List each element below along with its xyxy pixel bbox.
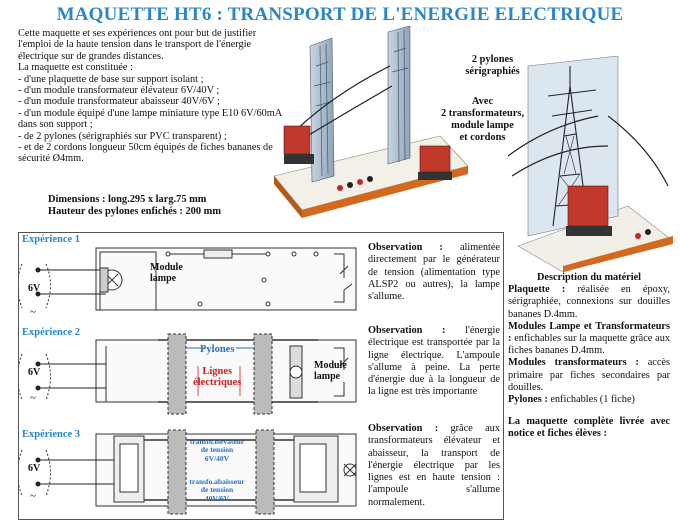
caption-pylons: 2 pylones sérigraphiés [440,54,545,78]
caption-line: module lampe [451,120,514,131]
observation-label: Observation : [368,423,439,434]
transformer-up-label-line: 6V/40V [204,453,230,463]
intro-list-item: - d'un module transformateur élévateur 6… [18,85,220,97]
description-pylones: Pylones : enfichables (1 fiche) [508,394,670,406]
intro-paragraph: Cette maquette et ses expériences ont po… [18,28,257,62]
caption-line: sérigraphiés [465,66,520,77]
transformer-block [567,185,609,227]
transfo-label: Modules transformateurs : [508,357,639,369]
experiment-1-tilde: ~ [30,306,36,318]
dimensions: Dimensions : long.295 x larg.75 mm Haute… [48,194,298,218]
observation-text: grâce aux transformateurs élévateur et a… [368,423,500,508]
transformer-down-label-line: 40V/6V [204,493,230,503]
caption-with-accessories: Avec 2 transformateurs, module lampe et … [430,96,535,144]
page-title: MAQUETTE HT6 : TRANSPORT DE L'ENERGIE EL… [56,4,624,25]
intro-list-item: - d'un module transformateur abaisseur 4… [18,96,220,108]
pylon-right-icon [255,429,275,515]
lines-label-line: électriques [193,377,242,388]
experiment-3-label: Expérience 3 [22,429,81,440]
product-photo-base [273,26,469,218]
description-plaquette: Plaquette : réalisée en époxy, sérigraph… [508,284,670,321]
resistor-icon [203,249,233,259]
pylon-left [309,37,335,183]
experiment-2-label: Expérience 2 [22,327,81,338]
transformer-down-label-line: transfo.abaisseur [189,477,245,486]
transformer-right [419,145,451,173]
lines-label-line: Lignes [202,366,233,377]
dimensions-line: Dimensions : long.295 x larg.75 mm [48,194,207,205]
experiment-1-module-label: Module lampe [150,262,183,284]
transformer-up-label-line: transfo.élévateur [189,437,245,446]
pylones-text: enfichables (1 fiche) [547,394,635,406]
transformer-left [283,125,311,155]
product-photo-pylon [508,56,674,272]
description-modules: Modules Lampe et Transformateurs : enfic… [508,321,670,358]
transfo-text: accès primaire par fiches secondaires pa… [508,357,670,393]
transformer-up-label-line: de tension [200,445,234,455]
observation-text: alimentée directement par le générateur … [368,242,500,303]
module-label-line: Module [314,360,347,371]
intro-text: Cette maquette et ses expériences ont po… [18,28,288,165]
experiment-2-observation: Observation : l'énergie électrique est t… [368,325,500,399]
experiment-2-voltage: 6V [28,367,41,378]
caption-line: 2 transformateurs, [440,108,525,119]
transformer-down-label: transfo.abaisseur de tension 40V/6V [182,477,252,503]
intro-list-item: - d'un module équipé d'une lampe miniatu… [18,107,282,131]
experiment-3-tilde: ~ [30,490,36,502]
experiment-1-label: Expérience 1 [22,234,81,245]
caption-line: Avec [471,96,494,107]
modules-text: enfichables sur la maquette grâce aux fi… [508,333,670,357]
experiment-2-module-label: Module lampe [314,360,347,382]
pylon-left-icon [167,429,187,515]
observation-text: l'énergie électrique est transportée par… [368,325,500,398]
material-description: Description du matériel Plaquette : réal… [508,272,670,441]
pylon-right-icon [253,333,273,415]
module-label-line: lampe [150,273,177,284]
module-label-line: Module [150,262,183,273]
caption-line: et cordons [459,132,506,143]
experiment-2-lines-label: Lignes électriques [193,366,241,388]
transformer-up-label: transfo.élévateur de tension 6V/40V [182,437,252,463]
transformer-down-label-line: de tension [200,485,234,495]
plaquette-text: réalisée en époxy, sérigraphiée, connexi… [508,284,670,320]
experiment-2-pylones-label: Pylones [200,344,235,355]
pylon-height-line: Hauteur des pylones enfichés : 200 mm [48,206,221,217]
pylon-left-icon [167,333,187,415]
intro-list-heading: La maquette est constituée : [18,62,133,74]
intro-list-item: - de 2 pylones (sérigraphiés sur PVC tra… [18,130,227,142]
experiment-3-observation: Observation : grâce aux transformateurs … [368,423,500,509]
observation-label: Observation : [368,325,446,336]
description-transfo: Modules transformateurs : accès primaire… [508,357,670,394]
delivered-note: La maquette complète livrée avec notice … [508,416,670,440]
intro-list-item: - d'une plaquette de base sur support is… [18,73,204,85]
intro-list-item: - et de 2 cordons longueur 50cm équipés … [18,142,273,165]
experiment-1-observation: Observation : alimentée directement par … [368,242,500,303]
module-label-line: lampe [314,371,341,382]
lamp-icon [289,365,303,379]
pylones-label: Pylones : [508,394,548,406]
experiment-2-diagram [18,333,357,415]
experiment-1-diagram [18,247,357,311]
experiment-2-tilde: ~ [30,392,36,404]
experiment-3-diagram [18,429,357,515]
caption-line: 2 pylones [471,54,514,65]
experiment-3-voltage: 6V [28,463,41,474]
observation-label: Observation : [368,242,443,253]
experiments-panel [18,232,504,520]
description-heading: Description du matériel [536,272,642,283]
experiment-1-voltage: 6V [28,283,41,294]
modules-label: Modules Lampe et Transformateurs : [508,320,670,345]
plaquette-label: Plaquette : [508,284,566,296]
